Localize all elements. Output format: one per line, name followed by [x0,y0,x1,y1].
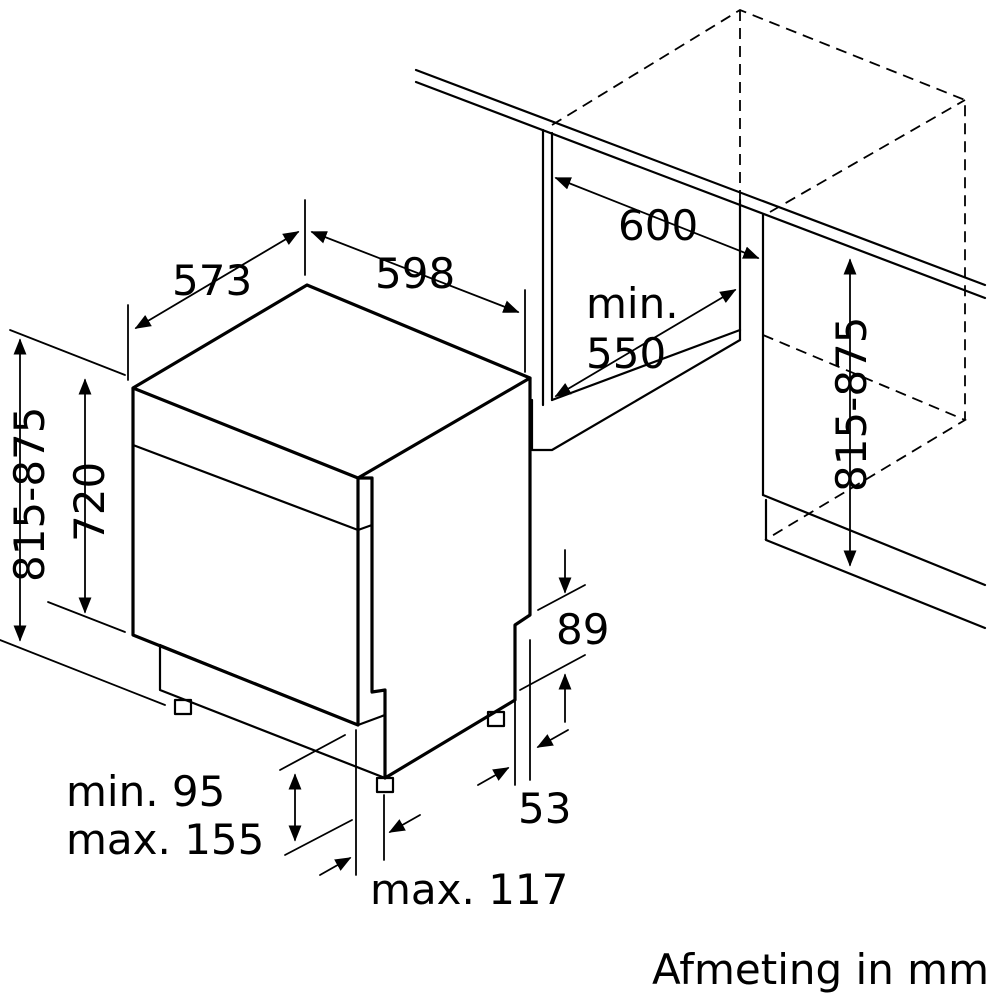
dim-53-arrow-right [536,729,569,748]
label-53: 53 [518,784,571,833]
door-side-bottom [356,713,387,727]
dim-117-arrow-right [388,814,421,833]
label-max-155: max. 155 [66,815,264,864]
cabinet-niche [414,8,987,630]
upper-cabinet-dashed-front [769,99,966,213]
right-cabinet-bottom [761,493,987,587]
dim-95-extension-top [279,734,346,771]
dim-left-height-extension-bottom [0,639,166,706]
label-720: 720 [65,462,114,542]
dimension-lines [0,177,857,876]
dim-550-line [554,289,737,397]
countertop-bottom-edge [414,80,987,300]
dim-598-line [310,231,520,313]
dim-89-extension-top [537,584,586,611]
lower-cabinet-dashed [762,334,967,541]
label-min-95: min. 95 [66,767,225,816]
dishwasher-body [131,283,532,794]
dim-95-extension-bottom [284,819,353,856]
plinth-front [158,643,387,780]
dim-600-line [554,177,760,259]
dim-117-arrow-left [319,857,352,876]
foot-back-right [486,710,506,728]
dishwasher-top [131,283,532,480]
door-bottom-edge [158,643,360,727]
countertop-top-edge [414,68,987,287]
label-550: 550 [586,329,666,378]
foot-front-left [173,698,193,716]
label-min: min. [586,279,679,328]
dishwasher-front [131,388,360,727]
dim-573-line [134,231,300,329]
dim-left-height-extension-top [9,329,126,376]
foot-front-right [375,776,395,794]
label-max-117: max. 117 [370,865,568,914]
label-left-815-875: 815-875 [5,407,54,583]
upper-cabinet-dashed [551,8,966,420]
label-598: 598 [375,249,455,298]
dim-720-extension-bottom [47,601,126,633]
control-panel-corner [356,523,374,532]
label-89: 89 [556,605,609,654]
control-panel-bottom-edge [131,443,360,532]
label-573: 573 [172,256,252,305]
label-right-815-875: 815-875 [827,317,876,493]
units-note: Afmeting in mm [652,945,989,994]
right-cabinet-plinth [764,498,987,630]
dim-53-arrow-left [477,767,510,786]
label-600: 600 [618,201,698,250]
dimension-labels: 573 598 600 min. 550 815-875 815-875 720… [5,201,876,914]
